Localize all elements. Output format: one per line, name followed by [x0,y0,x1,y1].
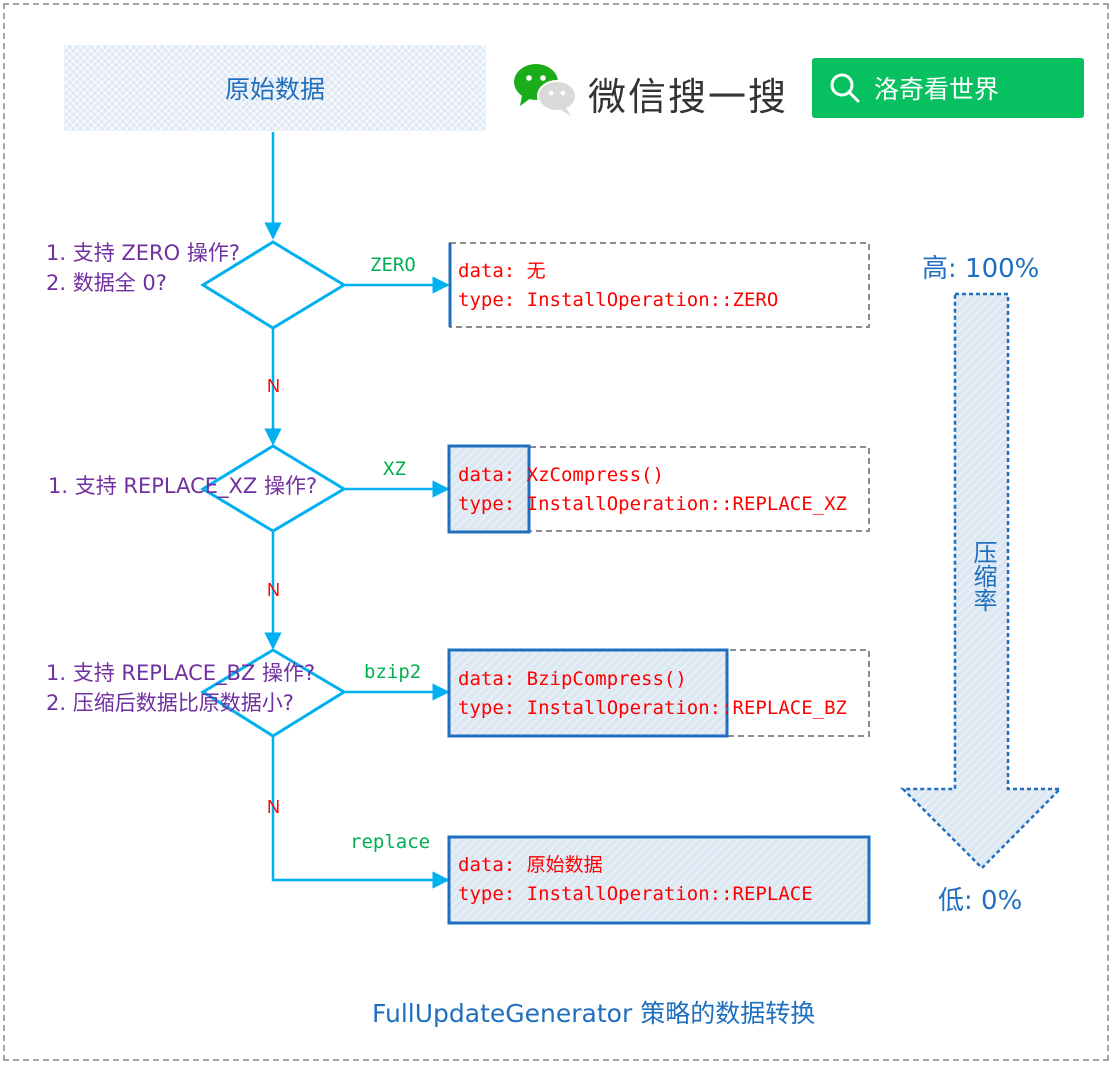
edge-label-no-1: N [267,376,280,396]
compression-low-label: 低: 0% [938,886,1023,916]
result-box-bz-fill [447,648,729,738]
wechat-search-button[interactable]: 洛奇看世界 [812,58,1084,118]
edge-label-replace: replace [350,831,431,853]
result-box-replace [447,835,871,925]
diagram-frame [3,3,1109,1061]
decision-diamond-1 [200,240,347,330]
flow-d3-to-replace [271,736,450,889]
edge-label-xz: XZ [383,458,406,480]
decision-diamond-2 [200,444,347,533]
wechat-logo-icon [514,64,577,116]
search-button-label: 洛奇看世界 [874,75,1000,104]
decision-1-question: 1. 支持 ZERO 操作? 2. 数据全 0? [46,241,240,295]
search-icon [830,73,860,103]
edge-label-no-2: N [267,580,280,600]
decision-3-question: 1. 支持 REPLACE_BZ 操作? 2. 压缩后数据比原数据小? [46,661,316,715]
edge-label-bzip2: bzip2 [364,661,422,683]
edge-label-no-3: N [267,797,280,817]
result-zero-text: data: 无 type: InstallOperation::ZERO [458,260,779,311]
compression-axis-label: 压缩率 [969,540,997,612]
edge-label-zero: ZERO [370,254,416,276]
result-xz-text: data: XzCompress() type: InstallOperatio… [458,464,847,515]
result-bz-text: data: BzipCompress() type: InstallOperat… [458,668,847,719]
wechat-search-text: 微信搜一搜 [588,75,789,119]
source-data-label: 原始数据 [224,75,325,104]
result-box-xz-key [447,444,531,534]
source-data-box: 原始数据 [64,45,486,131]
compression-arrow [899,292,1063,870]
compression-high-label: 高: 100% [922,254,1040,284]
decision-2-question: 1. 支持 REPLACE_XZ 操作? [48,474,318,498]
result-replace-text: data: 原始数据 type: InstallOperation::REPLA… [458,854,813,905]
decision-diamond-3 [200,648,347,738]
diagram-caption: FullUpdateGenerator 策略的数据转换 [372,999,816,1028]
